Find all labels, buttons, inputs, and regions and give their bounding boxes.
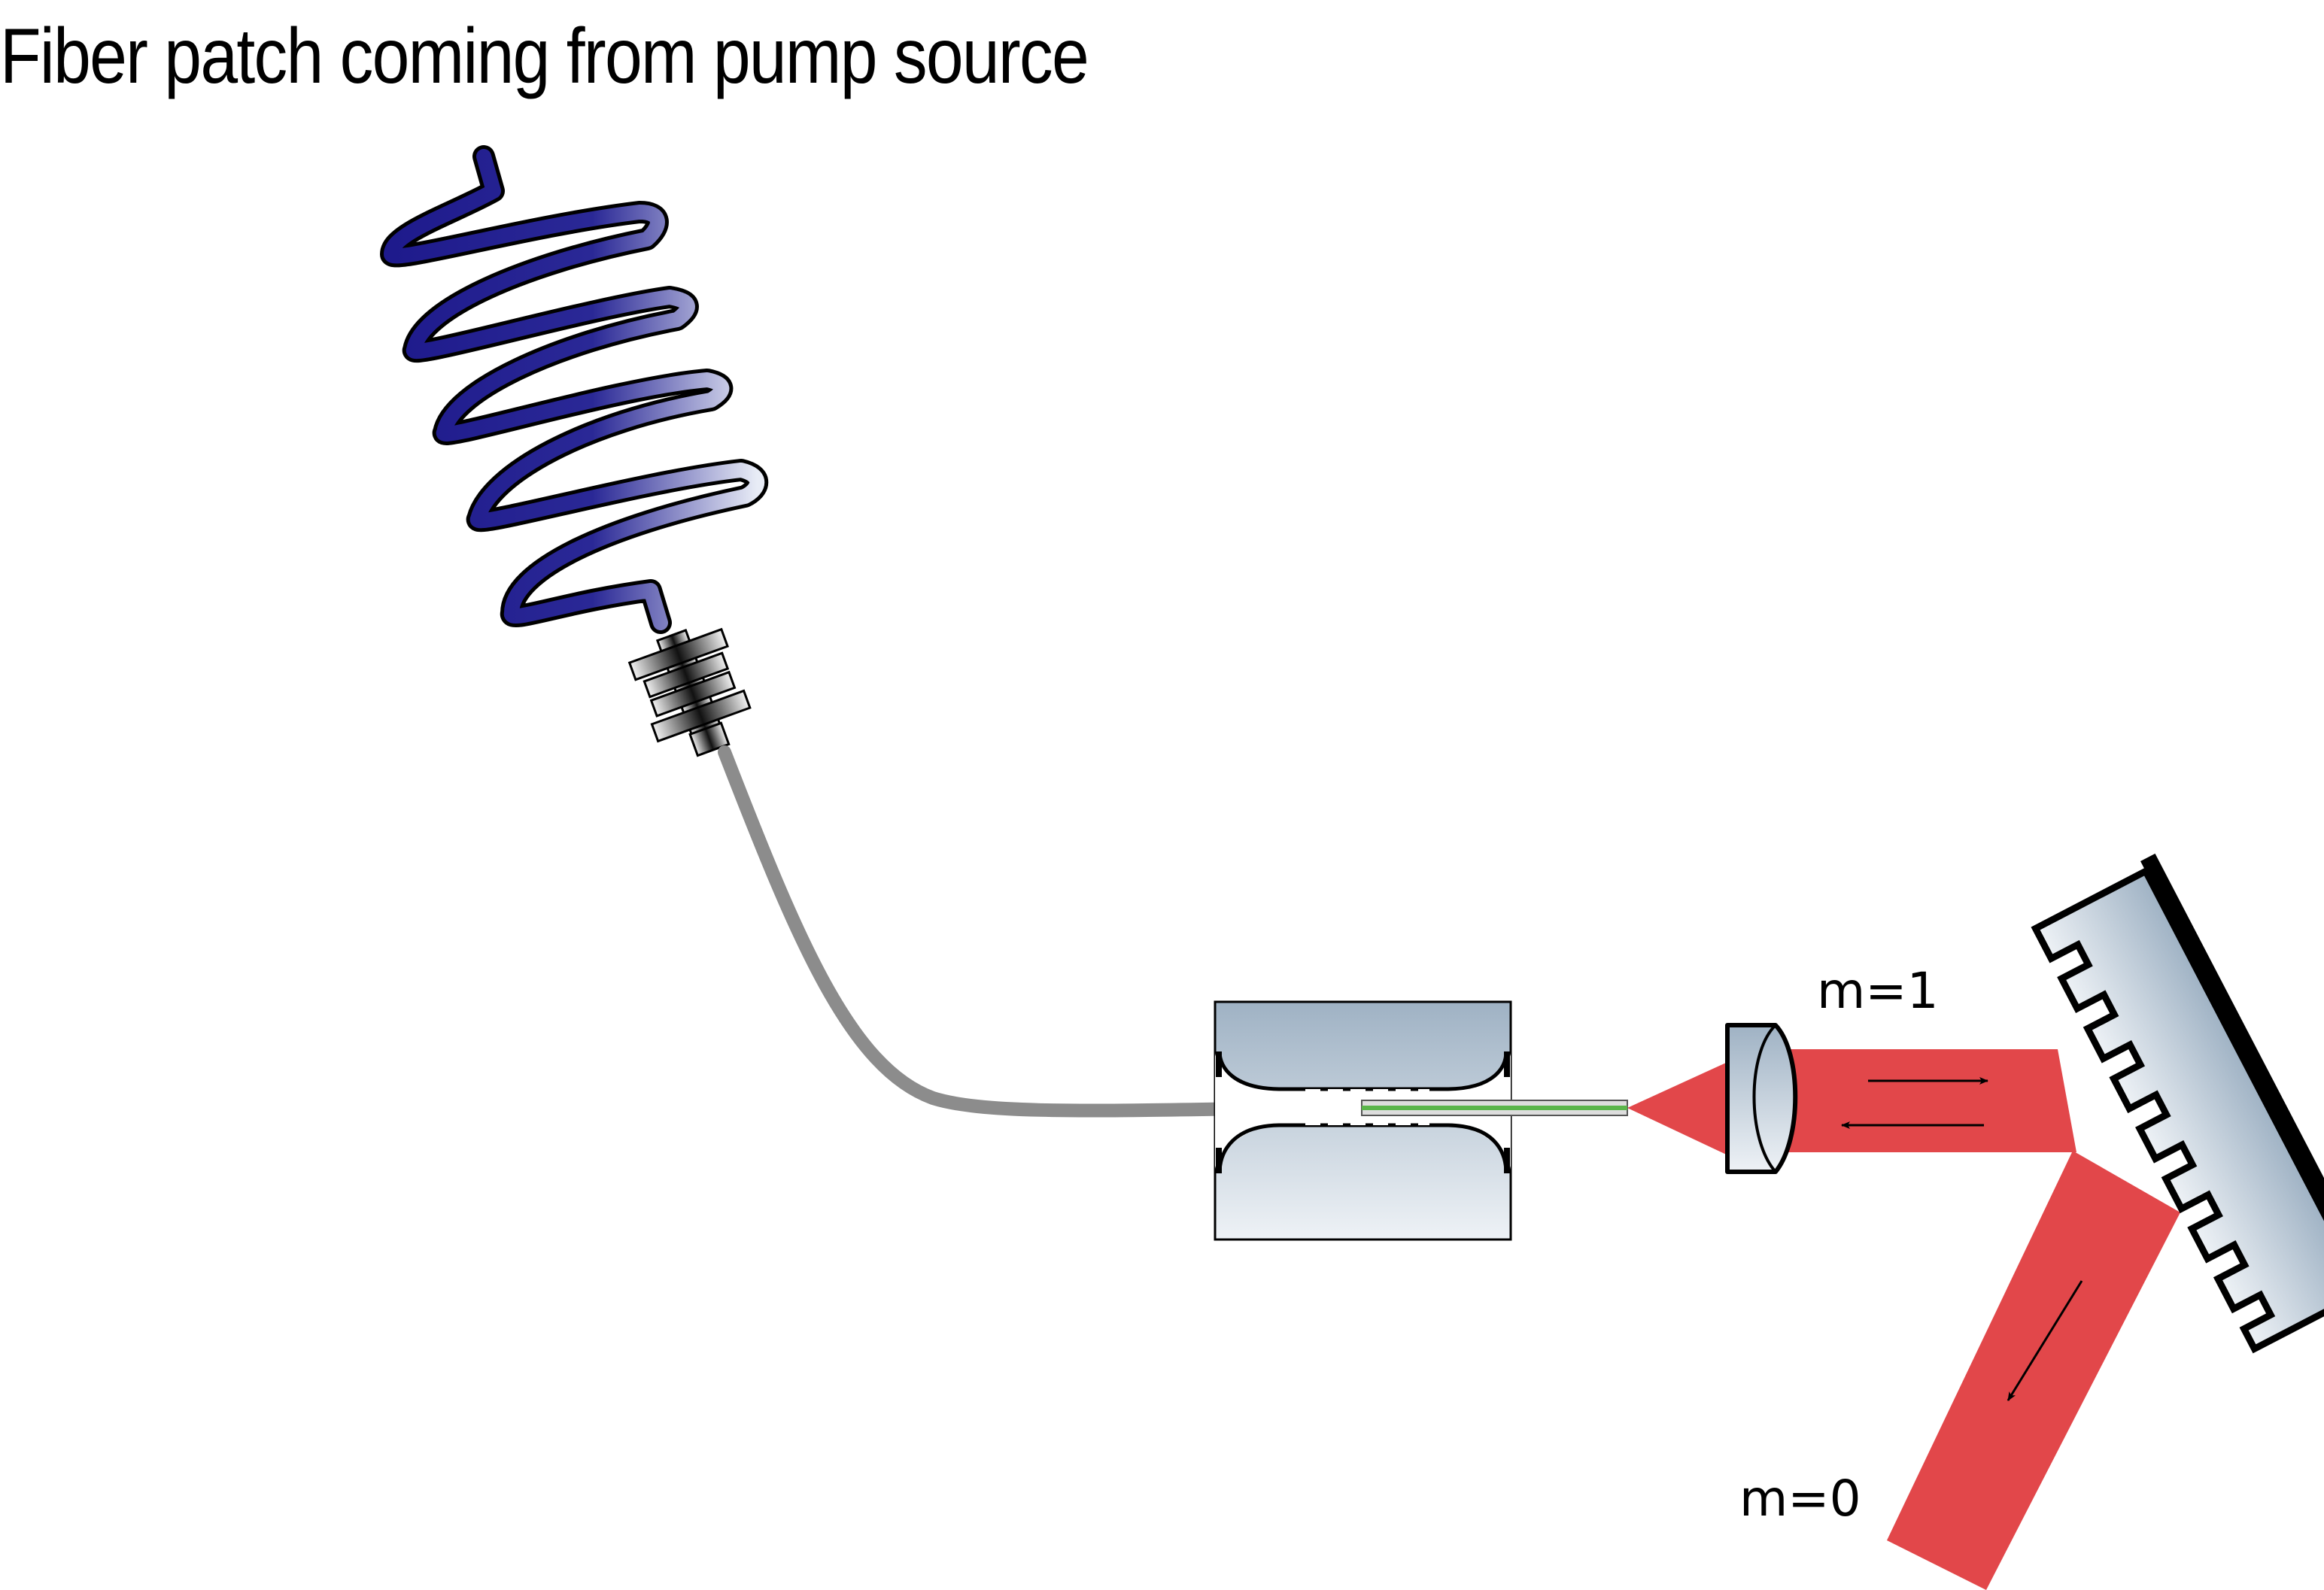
laser-beam-group [1627, 1049, 2180, 1590]
fiber-coil-body [384, 149, 765, 630]
collimating-lens-icon [1725, 1023, 1798, 1174]
diffraction-grating-icon [2031, 853, 2324, 1354]
label-m0: m=0 [1739, 1470, 1861, 1528]
laser-beam-m0 [1887, 1151, 2180, 1590]
fiber-coil-icon [380, 145, 769, 634]
label-m1: m=1 [1817, 962, 1939, 1020]
fiber-cable [718, 745, 1369, 1118]
laser-cone [1627, 1059, 1734, 1158]
diagram-title: Fiber patch coming from pump source [0, 13, 1089, 100]
fiber-connector-icon [627, 627, 752, 757]
laser-beam-m1 [1783, 1049, 2076, 1152]
arrow-diffracted [2007, 1280, 2083, 1401]
fiber-holder-icon [1214, 1000, 1628, 1241]
